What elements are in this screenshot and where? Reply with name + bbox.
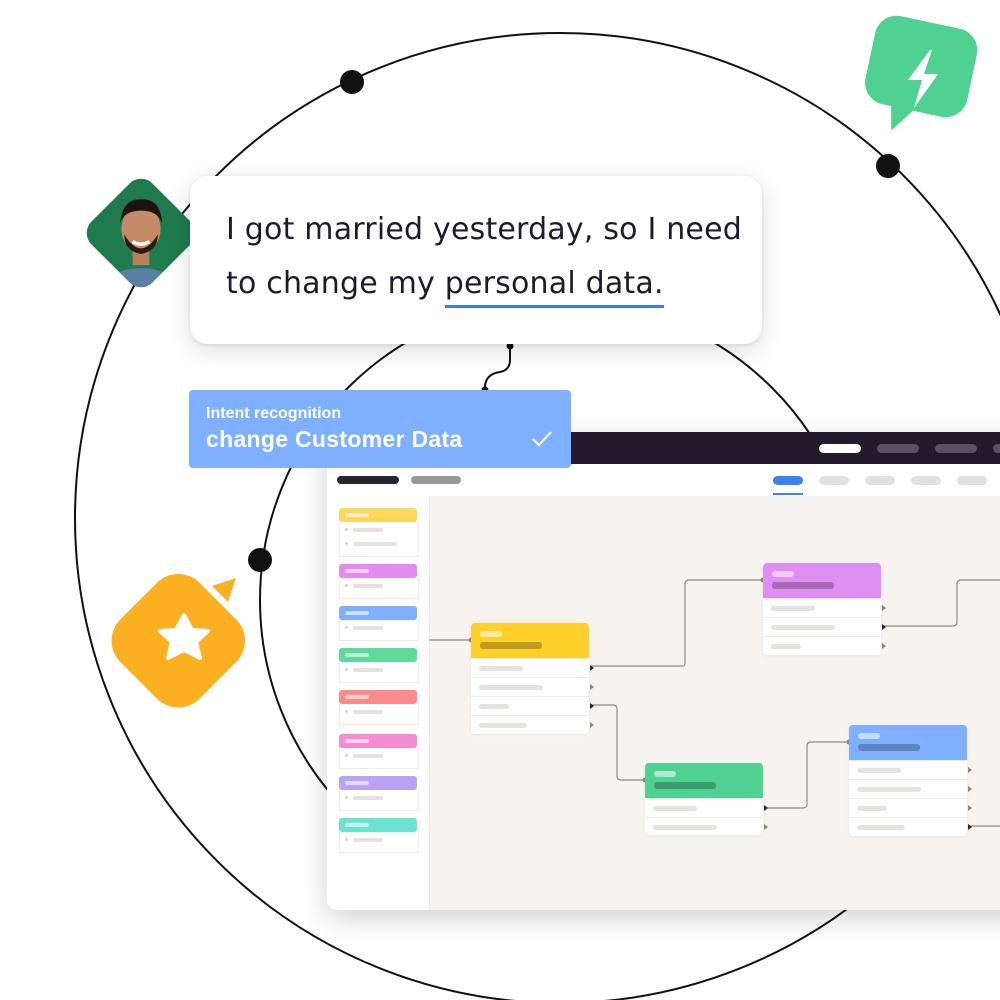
- component-card-header: [339, 690, 417, 704]
- flow-node-blue[interactable]: [849, 725, 972, 836]
- ring-dot-left: [248, 548, 272, 572]
- flow-node-yellow[interactable]: [471, 623, 594, 734]
- lightning-badge: [865, 15, 978, 131]
- toolbar-subtitle-placeholder: [411, 476, 461, 484]
- component-card-body: [339, 620, 419, 641]
- lightning-icon: [908, 50, 938, 108]
- flow-node-green[interactable]: [645, 763, 768, 835]
- component-card-header: [339, 606, 417, 620]
- toolbar-tab[interactable]: [819, 476, 849, 485]
- toolbar-tab-active[interactable]: [773, 476, 803, 485]
- toolbar-tab[interactable]: [865, 476, 895, 485]
- toolbar-tab[interactable]: [911, 476, 941, 485]
- sidebar-component-card[interactable]: [339, 690, 419, 725]
- component-card-header: [339, 648, 417, 662]
- editor-toolbar: [327, 464, 1000, 497]
- sidebar-component-card[interactable]: [339, 508, 419, 557]
- chat-bubble: I got married yesterday, so I need to ch…: [190, 176, 762, 344]
- component-card-header: [339, 818, 417, 832]
- sidebar-component-card[interactable]: [339, 564, 419, 599]
- intent-recognition-card: Intent recognition change Customer Data: [189, 390, 571, 468]
- flow-editor-window: [327, 432, 1000, 910]
- intent-value: change Customer Data: [206, 426, 463, 452]
- chat-text-prefix: to change my: [226, 266, 445, 301]
- component-card-body: [339, 662, 419, 683]
- flow-node-purple[interactable]: [763, 563, 886, 655]
- component-card-body: [339, 522, 419, 557]
- ring-dot-top: [340, 70, 364, 94]
- titlebar-tab[interactable]: [935, 444, 977, 453]
- component-card-body: [339, 832, 419, 853]
- toolbar-tab[interactable]: [957, 476, 987, 485]
- toolbar-title-placeholder: [337, 476, 399, 484]
- component-card-body: [339, 704, 419, 725]
- titlebar-tab[interactable]: [993, 444, 1000, 453]
- toolbar-tab-underline: [773, 493, 803, 495]
- chat-message-line-2: to change my personal data.: [226, 266, 664, 308]
- component-card-body: [339, 790, 419, 811]
- sidebar-component-card[interactable]: [339, 648, 419, 683]
- sidebar-component-card[interactable]: [339, 818, 419, 853]
- component-card-body: [339, 578, 419, 599]
- ring-dot-right: [876, 154, 900, 178]
- sidebar-component-card[interactable]: [339, 606, 419, 641]
- chat-message-line-1: I got married yesterday, so I need: [226, 212, 742, 247]
- titlebar-tab-active[interactable]: [819, 444, 861, 453]
- component-card-header: [339, 564, 417, 578]
- component-card-body: [339, 748, 419, 769]
- star-badge: [111, 573, 246, 708]
- component-sidebar: [327, 496, 430, 910]
- flow-connections: [429, 577, 1000, 827]
- component-card-header: [339, 508, 417, 522]
- sidebar-component-card[interactable]: [339, 776, 419, 811]
- component-card-header: [339, 734, 417, 748]
- titlebar-tab[interactable]: [877, 444, 919, 453]
- check-icon: [531, 430, 553, 454]
- intent-label: Intent recognition: [206, 405, 342, 422]
- sidebar-component-card[interactable]: [339, 734, 419, 769]
- bubble-connector: [484, 346, 511, 392]
- star-icon: [158, 613, 210, 660]
- highlighted-entity: personal data.: [444, 266, 664, 308]
- component-card-header: [339, 776, 417, 790]
